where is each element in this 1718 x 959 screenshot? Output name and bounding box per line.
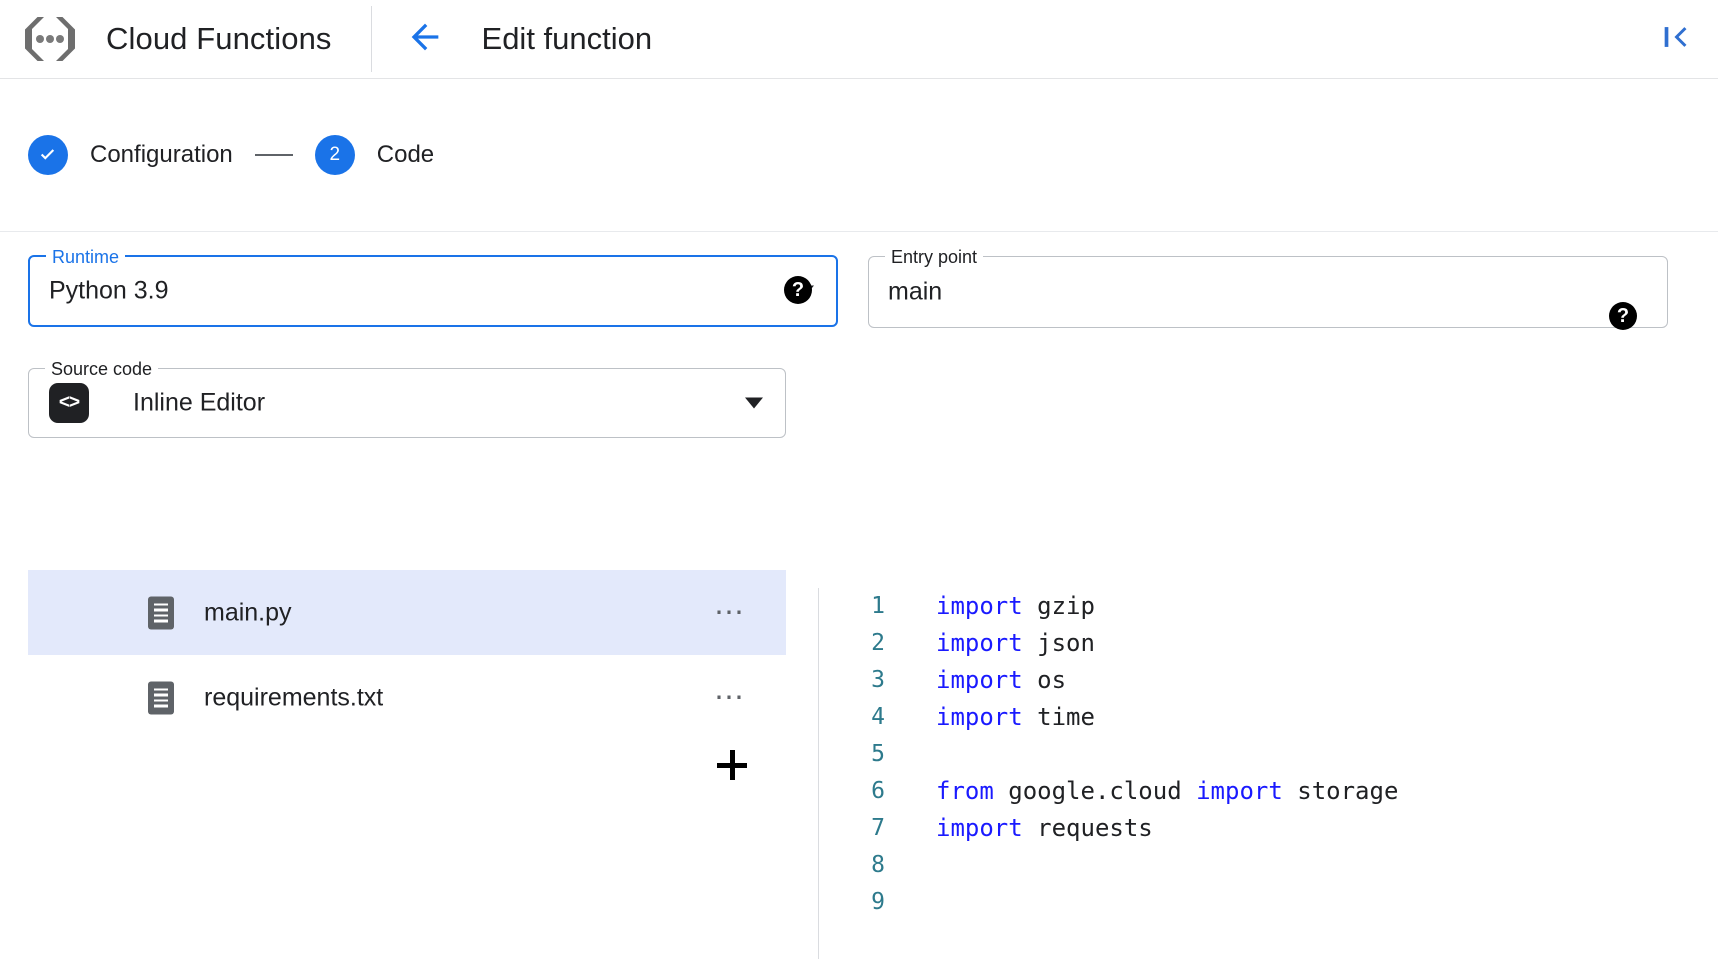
file-document-icon [148, 596, 174, 629]
line-number: 4 [871, 704, 885, 730]
entry-point-label: Entry point [885, 246, 984, 268]
file-overflow-menu-button[interactable]: ⋯ [714, 595, 746, 629]
code-line: 9 [819, 884, 1718, 921]
entry-point-value: main [888, 277, 943, 306]
source-code-value: Inline Editor [133, 388, 266, 417]
code-token: requests [1022, 814, 1153, 842]
code-token: storage [1282, 777, 1399, 805]
code-token: gzip [1022, 592, 1095, 620]
line-number: 6 [871, 778, 885, 804]
step-code-marker: 2 [314, 135, 355, 175]
line-number: 5 [871, 741, 885, 767]
app-header: Cloud Functions Edit function [0, 0, 1718, 79]
entry-point-help-icon[interactable]: ? [1609, 302, 1637, 330]
plus-icon-vertical [729, 750, 735, 780]
code-token: json [1022, 629, 1095, 657]
code-keyword: import [936, 703, 1023, 731]
main-content: Runtime Python 3.9 ? Entry point main ? … [0, 233, 1718, 959]
chevron-down-icon[interactable] [745, 397, 763, 409]
code-keyword: from [936, 777, 994, 805]
code-line: 8 [819, 847, 1718, 884]
header-divider [370, 6, 372, 72]
runtime-label: Runtime [46, 246, 126, 268]
line-number: 9 [871, 889, 885, 915]
back-button[interactable] [404, 18, 446, 60]
step-connector [254, 154, 293, 156]
code-brackets-icon: <> [49, 383, 89, 423]
file-document-icon [148, 681, 174, 714]
code-line-text: import gzip [889, 588, 1095, 625]
step-configuration-marker [28, 135, 68, 175]
line-number: 1 [871, 593, 885, 619]
code-token: time [1022, 703, 1095, 731]
code-line-text: import json [889, 625, 1095, 662]
file-list: main.py ⋯ requirements.txt ⋯ [28, 570, 786, 740]
code-line: 5 [819, 736, 1718, 773]
runtime-value: Python 3.9 [49, 276, 169, 305]
add-file-button[interactable] [706, 739, 758, 791]
runtime-select[interactable]: Runtime Python 3.9 [28, 246, 838, 327]
code-line-text: import os [889, 662, 1066, 699]
step-configuration[interactable]: Configuration [28, 135, 233, 175]
file-list-item-requirements-txt[interactable]: requirements.txt ⋯ [28, 655, 786, 740]
brand-title: Cloud Functions [106, 21, 332, 56]
collapse-panel-button[interactable] [1658, 21, 1694, 57]
runtime-help-icon[interactable]: ? [784, 276, 812, 304]
code-token: google.cloud [993, 777, 1197, 805]
code-line-text: import requests [889, 810, 1153, 847]
file-overflow-menu-button[interactable]: ⋯ [714, 680, 746, 714]
source-code-label: Source code [45, 358, 159, 380]
code-keyword: import [936, 592, 1023, 620]
file-name: requirements.txt [204, 683, 384, 711]
code-token: os [1022, 666, 1067, 694]
file-list-item-main-py[interactable]: main.py ⋯ [28, 570, 786, 655]
line-number: 7 [871, 815, 885, 841]
entry-point-input[interactable]: Entry point main ? [868, 246, 1668, 330]
line-number: 2 [871, 630, 885, 656]
cloud-functions-logo-icon [22, 13, 78, 65]
code-keyword: import [936, 629, 1023, 657]
file-name: main.py [204, 598, 292, 626]
arrow-left-icon [405, 17, 445, 62]
line-number: 8 [871, 852, 885, 878]
line-number: 3 [871, 667, 885, 693]
step-code[interactable]: 2 Code [314, 135, 435, 175]
wizard-stepper: Configuration 2 Code [0, 79, 1718, 232]
brand: Cloud Functions [0, 0, 332, 78]
code-keyword: import [936, 814, 1023, 842]
step-code-label: Code [376, 141, 435, 168]
step-configuration-label: Configuration [90, 141, 233, 168]
code-keyword: import [936, 666, 1023, 694]
code-line-text: import time [889, 699, 1095, 736]
collapse-panel-left-icon [1659, 20, 1693, 59]
code-line-text: from google.cloud import storage [889, 773, 1398, 810]
code-keyword: import [1196, 777, 1283, 805]
page-title: Edit function [481, 21, 653, 56]
source-code-select[interactable]: Source code <> Inline Editor [28, 358, 786, 438]
